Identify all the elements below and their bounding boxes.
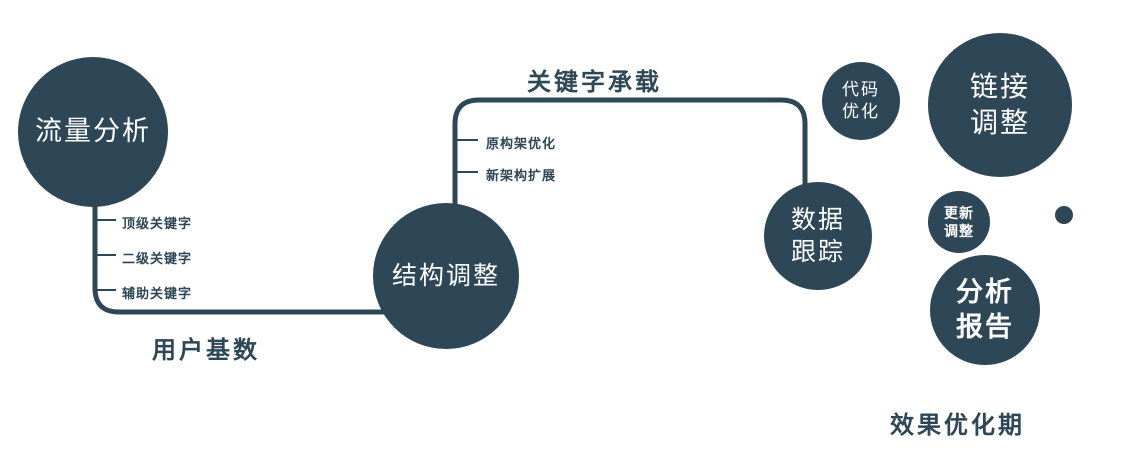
branch-label-auxiliary-keywords: 辅助关键字 <box>122 286 193 301</box>
connector-structure-to-data <box>452 97 808 215</box>
node-data-tracking-line1: 数据 <box>790 205 845 234</box>
node-code-optimization-line2: 优化 <box>842 102 880 121</box>
branch-label-top-keywords: 顶级关键字 <box>122 216 193 231</box>
connector-traffic-to-structure <box>92 192 415 315</box>
edge-label-effect-period: 效果优化期 <box>890 412 1025 439</box>
node-code-optimization: 代码 优化 <box>822 62 900 140</box>
node-link-adjustment-line1: 链接 <box>969 70 1030 102</box>
node-structure-adjustment: 结构调整 <box>373 203 519 349</box>
node-update-adjustment-line2: 调整 <box>944 223 974 239</box>
node-structure-adjustment-label: 结构调整 <box>391 261 500 290</box>
decorative-dot <box>1055 206 1073 224</box>
node-link-adjustment: 链接 调整 <box>928 33 1072 177</box>
edge-label-keyword-carry: 关键字承载 <box>527 69 662 96</box>
node-code-optimization-line1: 代码 <box>842 79 880 99</box>
edge-label-user-base: 用户基数 <box>152 337 260 364</box>
node-data-tracking-line2: 跟踪 <box>790 238 845 266</box>
node-update-adjustment: 更新 调整 <box>928 191 990 253</box>
node-data-tracking: 数据 跟踪 <box>764 182 872 290</box>
node-update-adjustment-line1: 更新 <box>944 204 974 221</box>
node-analysis-report: 分析 报告 <box>930 255 1040 365</box>
branch-label-original-architecture: 原构架优化 <box>486 136 557 151</box>
node-analysis-report-line1: 分析 <box>956 276 1014 307</box>
node-traffic-analysis-label: 流量分析 <box>35 116 151 147</box>
node-link-adjustment-line2: 调整 <box>969 107 1030 138</box>
node-analysis-report-line2: 报告 <box>956 312 1014 342</box>
branch-label-new-architecture: 新架构扩展 <box>486 168 557 183</box>
node-traffic-analysis: 流量分析 <box>18 57 168 207</box>
branch-label-secondary-keywords: 二级关键字 <box>122 251 193 266</box>
